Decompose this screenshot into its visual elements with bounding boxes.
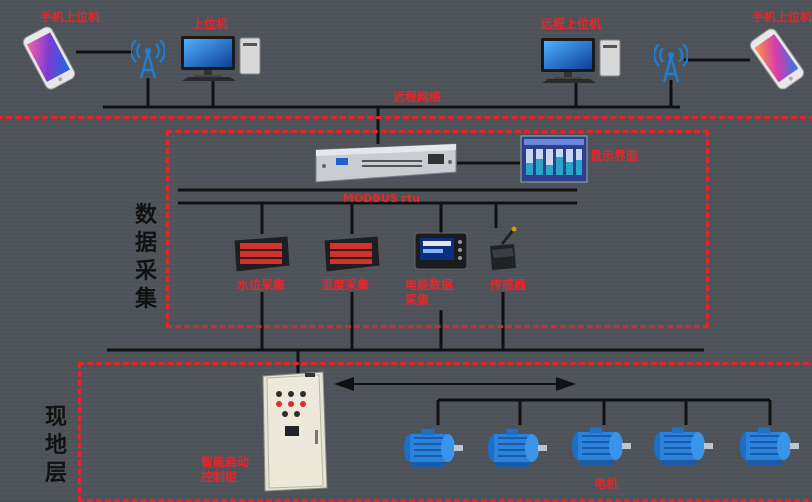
sensor-icon (490, 226, 517, 270)
scada-display-icon (520, 135, 588, 183)
digital-panel-meter-icon (323, 235, 381, 273)
label-temperature: 温度采集 (321, 278, 370, 292)
digital-panel-meter-icon (233, 235, 291, 273)
energy-meter-icon (414, 232, 468, 270)
smartphone-icon (749, 28, 805, 90)
side-char: 现 (44, 405, 67, 430)
side-char: 采 (134, 259, 157, 284)
rack-server-icon (315, 143, 457, 183)
label-energy-2: 采集 (405, 293, 430, 307)
electric-motor-icon (740, 427, 799, 465)
wireless-antenna-icon (654, 43, 688, 83)
label-water-level: 水位采集 (237, 278, 286, 292)
electric-motor-icon (404, 429, 463, 467)
label-remote-host-pc: 远程上位机 (541, 17, 602, 31)
side-label-field: 现 地 层 (43, 404, 69, 488)
label-soft-start-2: 控制柜 (201, 470, 238, 484)
side-char: 地 (44, 433, 67, 458)
label-energy-1: 电能数据 (405, 278, 454, 292)
label-soft-start-1: 智能启动 (201, 455, 250, 469)
label-mobile-right: 手机上位机 (752, 10, 812, 24)
side-char: 层 (44, 461, 67, 486)
side-label-data-acquisition: 数 据 采 集 (133, 202, 159, 314)
label-display-screen: 显示界面 (590, 149, 639, 163)
zone-data-acquisition (166, 130, 709, 328)
desktop-computer-icon (181, 36, 261, 81)
label-sensor: 传感器 (490, 278, 527, 292)
electric-motor-icon (654, 427, 713, 465)
label-modbus: MODBUS rtu (343, 192, 421, 205)
zone-upper-host (0, 0, 812, 119)
side-char: 据 (134, 231, 157, 256)
side-char: 数 (134, 203, 157, 228)
side-char: 集 (134, 287, 157, 312)
label-mobile-left: 手机上位机 (40, 10, 101, 24)
wireless-antenna-icon (131, 39, 165, 79)
electric-motor-icon (572, 427, 631, 465)
desktop-computer-icon (541, 38, 621, 83)
smartphone-icon (22, 26, 76, 90)
electric-motor-icon (488, 429, 547, 467)
label-motors: 电机 (594, 477, 619, 491)
control-cabinet-icon (262, 371, 328, 492)
label-remote-network: 远程网络 (393, 90, 442, 104)
label-host-pc: 上位机 (192, 17, 229, 31)
